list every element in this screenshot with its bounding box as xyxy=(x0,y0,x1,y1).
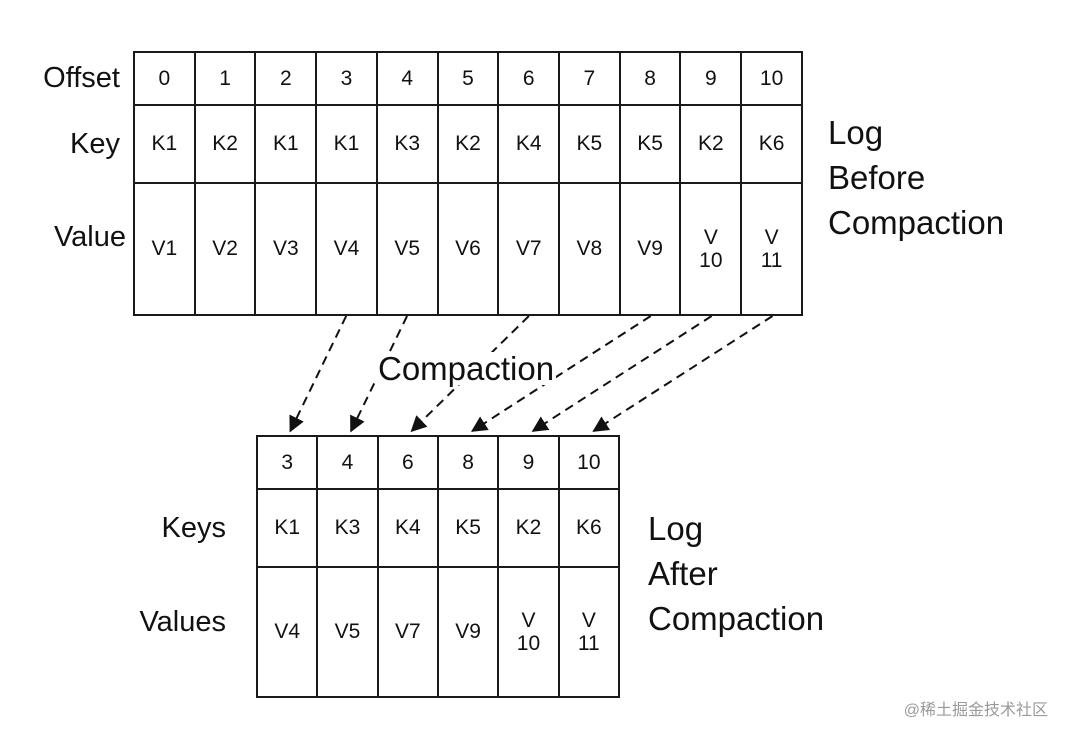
value-cell: V1 xyxy=(133,182,196,316)
after-caption-line-1: Log xyxy=(648,510,704,547)
key-cell: K1 xyxy=(255,488,319,568)
offset-cell: 10 xyxy=(740,51,803,106)
offset-cell: 3 xyxy=(315,51,378,106)
offset-cell: 4 xyxy=(375,51,439,106)
value-cell: V 11 xyxy=(557,566,621,698)
offset-cell: 5 xyxy=(436,51,500,106)
key-cell: K1 xyxy=(315,104,378,184)
value-cell: V 10 xyxy=(497,566,560,698)
after-values-label: Values xyxy=(139,606,226,638)
before-offset-label: Offset xyxy=(43,62,120,94)
key-cell: K2 xyxy=(497,488,560,568)
log-after-caption: Log After Compaction xyxy=(648,506,824,641)
before-caption-line-2: Before xyxy=(828,159,926,196)
key-cell: K5 xyxy=(618,104,682,184)
compaction-arrow xyxy=(592,315,774,432)
value-cell: V 11 xyxy=(740,182,803,316)
compaction-label: Compaction xyxy=(376,350,557,387)
key-cell: K6 xyxy=(557,488,621,568)
after-caption-line-2: After xyxy=(648,555,718,592)
value-cell: V 10 xyxy=(679,182,743,316)
value-cell: V4 xyxy=(315,182,378,316)
value-cell: V7 xyxy=(376,566,439,698)
offset-cell: 7 xyxy=(558,51,621,106)
offset-cell: 6 xyxy=(376,435,439,490)
key-cell: K4 xyxy=(497,104,561,184)
key-cell: K1 xyxy=(254,104,318,184)
value-cell: V9 xyxy=(436,566,500,698)
compaction-arrow xyxy=(470,315,652,432)
before-key-label: Key xyxy=(70,128,120,160)
after-keys-label: Keys xyxy=(161,512,226,544)
log-before-caption: Log Before Compaction xyxy=(828,110,1004,245)
offset-cell: 9 xyxy=(679,51,743,106)
offset-cell: 8 xyxy=(436,435,500,490)
value-cell: V9 xyxy=(618,182,682,316)
key-cell: K1 xyxy=(133,104,196,184)
key-cell: K6 xyxy=(740,104,803,184)
before-caption-line-1: Log xyxy=(828,114,884,151)
after-caption-line-3: Compaction xyxy=(648,600,825,637)
key-cell: K2 xyxy=(193,104,257,184)
value-cell: V2 xyxy=(193,182,257,316)
key-cell: K2 xyxy=(679,104,743,184)
key-cell: K2 xyxy=(436,104,500,184)
value-cell: V4 xyxy=(255,566,319,698)
value-cell: V5 xyxy=(375,182,439,316)
key-cell: K5 xyxy=(558,104,621,184)
offset-cell: 0 xyxy=(133,51,196,106)
before-caption-line-3: Compaction xyxy=(828,204,1005,241)
offset-cell: 1 xyxy=(193,51,257,106)
value-cell: V8 xyxy=(558,182,621,316)
key-cell: K5 xyxy=(436,488,500,568)
before-value-label: Value xyxy=(53,221,126,253)
key-cell: K3 xyxy=(316,488,379,568)
value-cell: V3 xyxy=(254,182,318,316)
value-cell: V6 xyxy=(436,182,500,316)
watermark: @稀土掘金技术社区 xyxy=(903,702,1048,719)
offset-cell: 4 xyxy=(316,435,379,490)
offset-cell: 6 xyxy=(497,51,561,106)
compaction-arrow xyxy=(531,315,713,432)
key-cell: K4 xyxy=(376,488,439,568)
offset-cell: 3 xyxy=(255,435,319,490)
value-cell: V7 xyxy=(497,182,561,316)
offset-cell: 10 xyxy=(557,435,621,490)
compaction-arrow xyxy=(289,315,348,433)
key-cell: K3 xyxy=(375,104,439,184)
offset-cell: 2 xyxy=(254,51,318,106)
offset-cell: 9 xyxy=(497,435,560,490)
offset-cell: 8 xyxy=(618,51,682,106)
value-cell: V5 xyxy=(316,566,379,698)
